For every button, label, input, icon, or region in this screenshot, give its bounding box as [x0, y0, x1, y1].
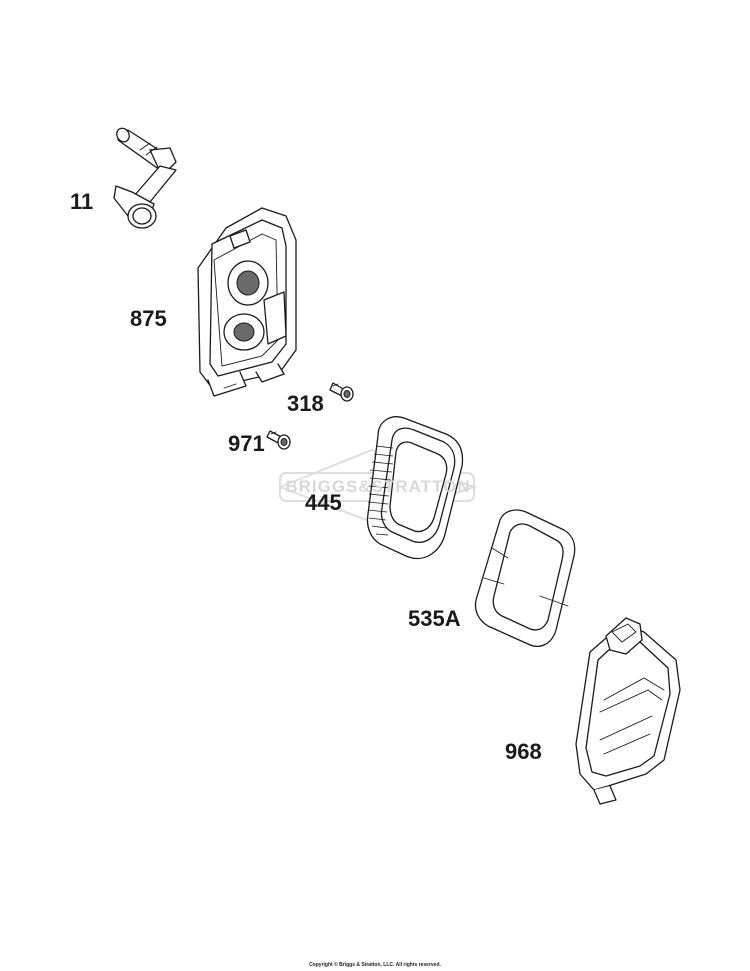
copyright-notice: Copyright © Briggs & Stratton, LLC. All …: [309, 962, 441, 968]
part-label-971[interactable]: 971: [228, 431, 265, 456]
part-445-air-filter-cartridge[interactable]: [366, 416, 464, 560]
part-label-875[interactable]: 875: [130, 306, 167, 331]
part-875-air-cleaner-base[interactable]: [197, 207, 297, 397]
part-label-445[interactable]: 445: [305, 490, 342, 515]
part-11-breather-tube[interactable]: [113, 126, 177, 229]
part-label-968[interactable]: 968: [505, 739, 542, 764]
part-971-screw[interactable]: [266, 430, 291, 450]
part-label-11[interactable]: 11: [70, 189, 94, 214]
part-label-535a[interactable]: 535A: [408, 606, 461, 631]
part-318-screw[interactable]: [329, 382, 354, 402]
part-968-air-cleaner-cover[interactable]: [575, 617, 681, 805]
part-535a-pre-cleaner[interactable]: [474, 509, 576, 647]
part-label-318[interactable]: 318: [287, 391, 324, 416]
brand-watermark-text: BRIGGS&STRATTON: [285, 477, 471, 496]
